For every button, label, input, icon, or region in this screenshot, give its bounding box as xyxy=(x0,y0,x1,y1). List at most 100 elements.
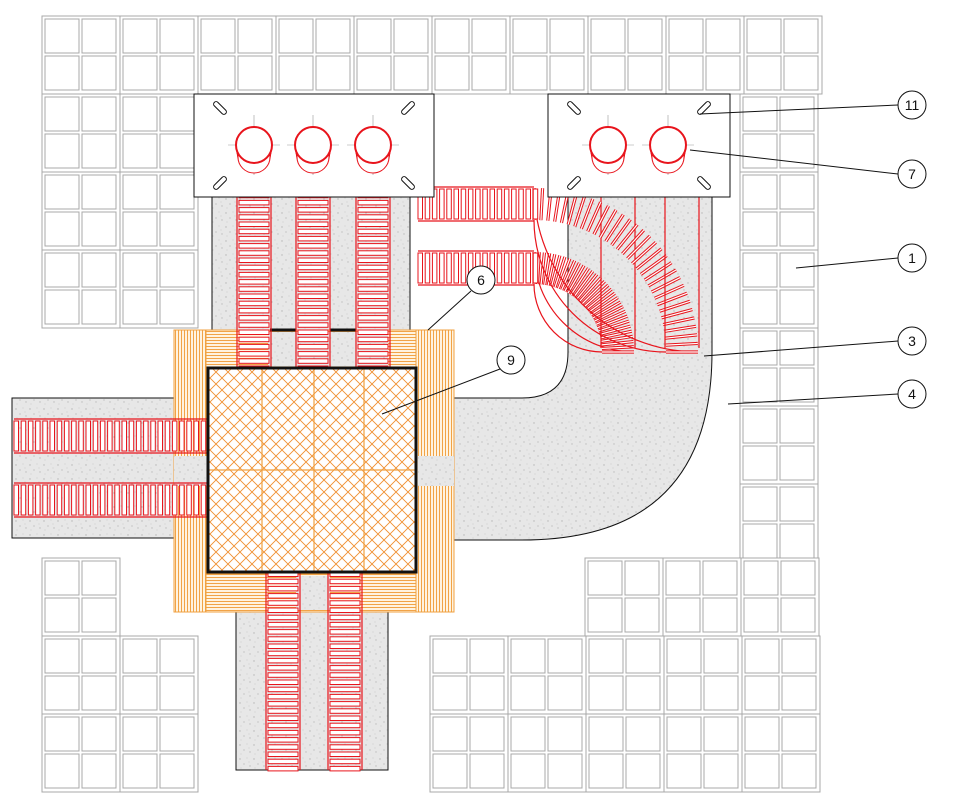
conduit-rib-core xyxy=(611,218,631,246)
paving-tile xyxy=(742,445,778,481)
conduit-rib xyxy=(107,484,113,516)
conduit-rib xyxy=(329,758,361,765)
conduit-rib xyxy=(532,188,539,220)
paving-slab xyxy=(584,557,664,637)
conduit-rib xyxy=(329,686,361,693)
conduit-rib xyxy=(297,228,329,235)
paving-tile xyxy=(393,55,429,91)
paving-tile xyxy=(746,55,782,91)
paving-tiles-layer xyxy=(41,15,823,793)
conduit-rib xyxy=(329,722,361,729)
bolt-slot-icon xyxy=(697,176,711,190)
conduit-rib xyxy=(329,585,361,592)
conduit-rib-core xyxy=(648,269,677,287)
paving-tile xyxy=(159,753,195,789)
conduit-rib xyxy=(329,636,361,642)
paving-slab xyxy=(739,483,819,563)
conduit-rib-core xyxy=(626,235,651,260)
paving-tile xyxy=(779,96,815,132)
conduit-rib xyxy=(297,307,329,314)
conduit-rib xyxy=(193,420,199,452)
conduit-rib-core xyxy=(599,209,617,238)
conduit-edge xyxy=(533,187,699,353)
pipe-rim xyxy=(294,126,332,164)
paving-tile xyxy=(625,638,661,674)
conduit-rib-core xyxy=(605,214,624,242)
conduit-rib xyxy=(329,629,361,635)
pipe-end-icon xyxy=(582,115,634,175)
paving-tile xyxy=(44,289,80,325)
paving-tile xyxy=(81,55,117,91)
paving-tile xyxy=(278,55,314,91)
pipe-rim xyxy=(354,126,392,164)
inlet-plate-layer xyxy=(193,93,731,198)
conduit-rib-core xyxy=(584,284,609,307)
paving-tile xyxy=(315,18,351,54)
conduit-rib xyxy=(496,188,503,220)
paving-tile xyxy=(779,367,815,403)
conduit-rib xyxy=(193,484,199,516)
conduit-rib xyxy=(329,679,361,685)
paving-slab xyxy=(662,557,742,637)
conduit-rib xyxy=(238,214,270,220)
conduit-rib xyxy=(460,252,467,284)
paving-tile xyxy=(44,560,80,596)
conduit-rib xyxy=(121,484,127,516)
conduit-rib xyxy=(297,250,329,256)
paving-tile xyxy=(122,174,158,210)
conduit-rib xyxy=(238,279,270,285)
conduit-rib xyxy=(157,420,163,452)
bottom-trench xyxy=(235,607,389,771)
conduit-rib xyxy=(238,250,270,256)
conduit-rib xyxy=(35,420,41,452)
horizontal-conduit xyxy=(417,186,539,222)
callout-6: 6 xyxy=(466,265,496,295)
junction-core-layer xyxy=(206,366,418,574)
conduit-rib xyxy=(297,300,329,307)
conduit-rib xyxy=(267,693,299,700)
conduit-rib xyxy=(357,257,389,263)
callout-7: 7 xyxy=(897,159,927,189)
paving-tile xyxy=(471,18,507,54)
paving-slab xyxy=(41,15,121,95)
paving-tile xyxy=(779,289,815,325)
paving-tile xyxy=(703,753,739,789)
paving-slab xyxy=(739,327,819,407)
horizontal-conduit xyxy=(13,418,214,454)
conduit-rib-core xyxy=(636,248,662,270)
conduit-rib xyxy=(78,420,84,452)
conduit-rib xyxy=(238,228,270,235)
conduit-rib xyxy=(475,188,481,220)
conduit-rib-core xyxy=(616,224,638,250)
paving-slab xyxy=(585,635,665,715)
leader-line xyxy=(727,393,899,405)
paving-tile xyxy=(510,716,546,752)
conduit-rib xyxy=(35,484,41,516)
paving-tile xyxy=(81,211,117,247)
paving-tile xyxy=(588,638,624,674)
conduit-rib xyxy=(267,737,299,743)
conduit-rib xyxy=(329,607,361,613)
conduit-rib-core xyxy=(588,292,616,313)
leader-line xyxy=(699,104,899,115)
paving-tile xyxy=(356,55,392,91)
conduit-rib xyxy=(267,621,299,628)
paving-tile xyxy=(44,174,80,210)
conduit-rib xyxy=(267,593,299,599)
paving-tile xyxy=(81,597,117,633)
conduit-rib xyxy=(297,279,329,285)
paving-tile xyxy=(356,18,392,54)
paving-slab xyxy=(41,249,121,329)
conduit-rib xyxy=(63,484,70,516)
conduit-rib xyxy=(329,729,361,736)
conduit-rib xyxy=(357,271,389,278)
paving-tile xyxy=(665,597,701,633)
paving-tile xyxy=(81,716,117,752)
paving-tile xyxy=(742,330,778,366)
conduit-rib xyxy=(357,336,389,343)
conduit-rib-core xyxy=(657,292,688,306)
pipe-end-icon xyxy=(347,115,399,175)
paving-slab xyxy=(119,15,199,95)
paving-tile xyxy=(665,560,701,596)
